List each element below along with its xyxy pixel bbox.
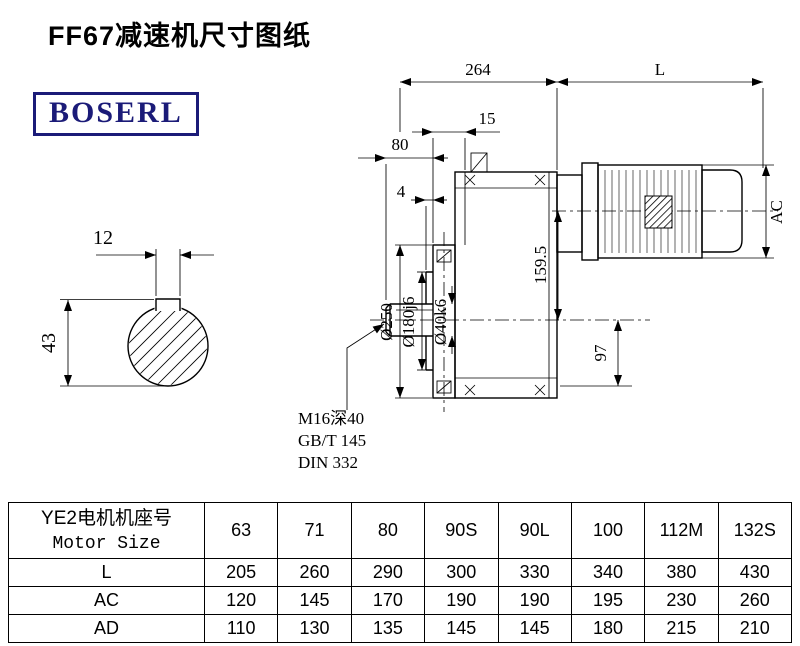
page-title: FF67减速机尺寸图纸: [48, 21, 312, 51]
cell-AC-100: 195: [570, 586, 646, 615]
cell-AC-63: 120: [203, 586, 279, 615]
frame-size-90s: 90S: [424, 502, 499, 559]
cell-AC-71: 145: [277, 586, 352, 615]
cell-AD-80: 135: [350, 614, 426, 643]
dim-264: 264: [399, 60, 558, 170]
cell-AC-80: 170: [350, 586, 426, 615]
spec-table: YE2电机机座号 Motor Size 63 71 80 90S 90L 100…: [8, 502, 793, 643]
cell-L-90l: 330: [497, 558, 572, 587]
dim-dia40-label: Ø40k6: [431, 299, 450, 345]
cell-L-100: 340: [570, 558, 646, 587]
dim-97: 97: [560, 320, 632, 387]
dim-159-5: 159.5: [531, 211, 562, 320]
dim-80-label: 80: [392, 135, 409, 154]
cell-L-112m: 380: [644, 558, 719, 587]
table-row-L: L 205 260 290 300 330 340 380 430: [8, 558, 793, 587]
frame-size-63: 63: [203, 502, 279, 559]
frame-size-100: 100: [570, 502, 646, 559]
dim-AC: AC: [700, 164, 786, 259]
gearbox-side-view: [385, 152, 743, 399]
cell-AC-132s: 260: [717, 586, 793, 615]
keyway: [155, 298, 181, 311]
dim-AC-label: AC: [767, 200, 786, 224]
cell-L-71: 260: [277, 558, 352, 587]
cell-AD-71: 130: [277, 614, 352, 643]
dim-L-label: L: [655, 60, 665, 79]
note-m16-label: M16深40: [298, 409, 364, 428]
motor-size-header: YE2电机机座号 Motor Size: [8, 502, 205, 559]
shaft-section-view: [127, 298, 209, 387]
table-row-AD: AD 110 130 135 145 145 180 215 210: [8, 614, 793, 643]
cell-L-90s: 300: [424, 558, 499, 587]
section-hatching: [129, 307, 207, 385]
tapped-hole-note: M16深40 GB/T 145 DIN 332: [298, 323, 385, 472]
brand-logo: BOSERL: [33, 92, 199, 136]
dim-15-label: 15: [479, 109, 496, 128]
cell-L-80: 290: [350, 558, 426, 587]
cell-L-132s: 430: [717, 558, 793, 587]
cell-AD-112m: 215: [644, 614, 719, 643]
dim-4-label: 4: [397, 182, 406, 201]
dim-dia250-label: Ø250: [377, 303, 396, 341]
motor-size-header-cn: YE2电机机座号: [41, 507, 172, 529]
dim-15: 15: [412, 109, 500, 243]
dim-dia180: Ø180j6: [399, 271, 426, 371]
dim-97-label: 97: [591, 344, 610, 362]
row-label-L: L: [8, 558, 205, 587]
note-din-label: DIN 332: [298, 453, 358, 472]
frame-size-132s: 132S: [717, 502, 793, 559]
dim-12-label: 12: [93, 227, 113, 249]
dim-80: 80: [358, 135, 448, 300]
cell-AC-112m: 230: [644, 586, 719, 615]
frame-size-80: 80: [350, 502, 426, 559]
motor: [556, 162, 743, 261]
dim-159-5-label: 159.5: [531, 246, 550, 284]
cell-AC-90s: 190: [424, 586, 499, 615]
dim-keyway-height: 43: [38, 299, 166, 387]
frame-size-90l: 90L: [497, 502, 572, 559]
table-header-row: YE2电机机座号 Motor Size 63 71 80 90S 90L 100…: [8, 502, 793, 559]
dim-L: L: [557, 60, 764, 168]
motor-size-header-en: Motor Size: [52, 533, 161, 554]
row-label-AC: AC: [8, 586, 205, 615]
cell-AD-90s: 145: [424, 614, 499, 643]
dim-dia40: Ø40k6: [431, 286, 456, 354]
dim-4: 4: [397, 182, 447, 270]
dim-dia180-label: Ø180j6: [399, 297, 418, 348]
cell-L-63: 205: [203, 558, 279, 587]
dim-43-label: 43: [38, 333, 60, 353]
cell-AD-90l: 145: [497, 614, 572, 643]
cell-AD-63: 110: [203, 614, 279, 643]
frame-size-71: 71: [277, 502, 352, 559]
dim-keyway-width: 12: [93, 227, 214, 296]
technical-drawing: 12 43: [38, 60, 786, 472]
row-label-AD: AD: [8, 614, 205, 643]
motor-section-block: [644, 195, 673, 229]
frame-size-112m: 112M: [644, 502, 719, 559]
flange-spigot: [425, 271, 433, 371]
cell-AC-90l: 190: [497, 586, 572, 615]
note-gbt-label: GB/T 145: [298, 431, 366, 450]
cell-AD-132s: 210: [717, 614, 793, 643]
fan-cover: [701, 169, 743, 253]
dim-264-label: 264: [465, 60, 491, 79]
table-row-AC: AC 120 145 170 190 190 195 230 260: [8, 586, 793, 615]
cell-AD-100: 180: [570, 614, 646, 643]
